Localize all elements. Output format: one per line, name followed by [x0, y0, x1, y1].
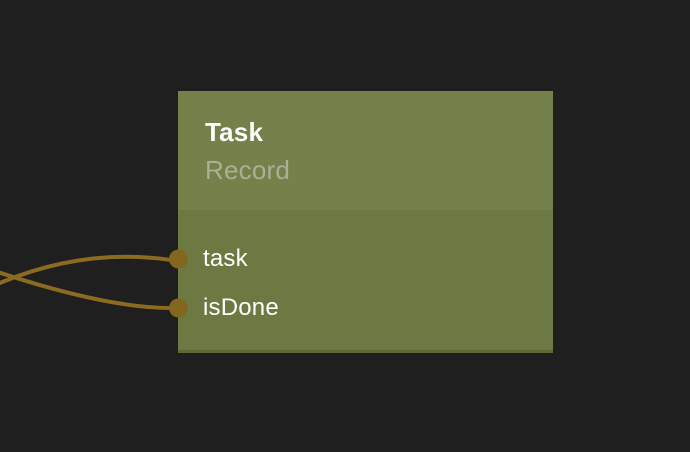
wire-to-task-port: [0, 254, 173, 286]
port-row-isdone: isDone: [169, 283, 553, 332]
port-row-task: task: [169, 234, 553, 283]
node-subtitle: Record: [205, 155, 291, 185]
input-port-isdone[interactable]: [169, 298, 188, 317]
node-body: task isDone: [169, 210, 553, 332]
port-label-task: task: [203, 244, 248, 272]
wire-to-isdone-port: [0, 270, 173, 310]
input-port-task[interactable]: [169, 249, 188, 268]
node-task[interactable]: Task Record task isDone: [169, 91, 553, 353]
node-header: Task Record: [178, 91, 553, 210]
node-title: Task: [205, 117, 264, 147]
port-label-isdone: isDone: [203, 293, 279, 321]
